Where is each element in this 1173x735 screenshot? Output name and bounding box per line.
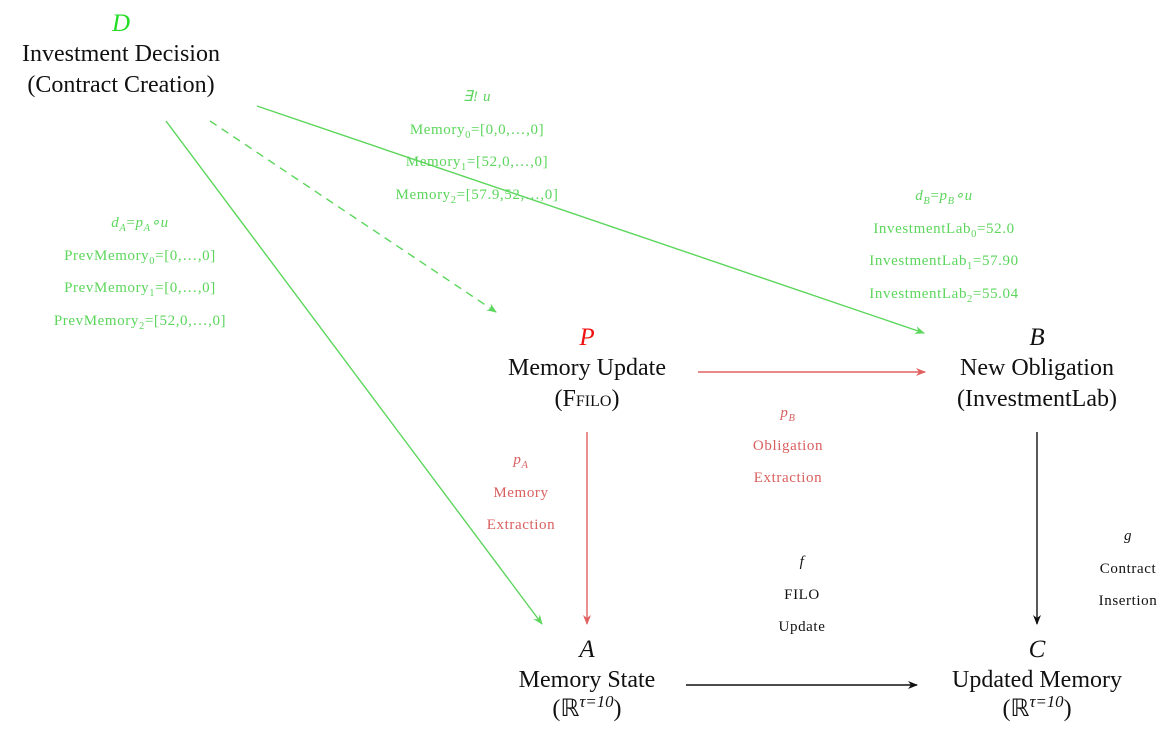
edge-pb-line-1: Obligation xyxy=(752,437,824,454)
node-c-title: Updated Memory xyxy=(952,667,1122,693)
edge-da-line-2: PrevMemory2=[52,0,…,0] xyxy=(53,312,227,332)
node-a-title: Memory State xyxy=(518,667,656,693)
node-p: P Memory Update (Ffilo) xyxy=(508,324,666,414)
node-b-symbol: B xyxy=(1029,324,1045,351)
edge-u-name: ∃! u xyxy=(462,89,492,105)
edge-f-line-1: FILO xyxy=(784,586,820,603)
edge-db-label: dB=pB∘u InvestmentLab0=52.0 InvestmentLa… xyxy=(869,180,1018,310)
edge-da-label: dA=pA∘u PrevMemory0=[0,…,0] PrevMemory1=… xyxy=(54,207,226,337)
node-a-subtitle-sup: τ=10 xyxy=(579,692,614,711)
edge-f-name: f xyxy=(799,554,805,570)
edge-u-label: ∃! u Memory0=[0,0,…,0] Memory1=[52,0,…,0… xyxy=(396,81,559,211)
edge-pa-label: pA Memory Extraction xyxy=(487,444,555,542)
arrow-d-to-p-dashed xyxy=(209,120,497,313)
node-p-title: Memory Update xyxy=(508,355,666,381)
node-d-title: Investment Decision xyxy=(22,41,220,67)
edge-da-line-1: PrevMemory1=[0,…,0] xyxy=(64,280,216,299)
edge-g-name: g xyxy=(1123,528,1133,544)
arrow-d-to-a xyxy=(165,120,543,625)
node-p-symbol: P xyxy=(579,324,595,351)
node-a-symbol: A xyxy=(579,636,595,663)
node-d-symbol: D xyxy=(111,10,131,37)
edge-g-label: g Contract Insertion xyxy=(1099,520,1158,618)
node-a: A Memory State (ℝτ=10) xyxy=(519,636,656,722)
node-p-subtitle-close: ) xyxy=(611,386,620,412)
edge-g-line-2: Insertion xyxy=(1098,593,1158,609)
node-b-subtitle: (InvestmentLab) xyxy=(957,386,1117,412)
node-d-subtitle: (Contract Creation) xyxy=(27,72,215,98)
edge-db-name: dB=pB∘u xyxy=(915,188,973,207)
edge-pa-line-2: Extraction xyxy=(486,517,556,533)
node-c-subtitle-sup: τ=10 xyxy=(1029,692,1064,711)
edge-pb-label: pB Obligation Extraction xyxy=(753,397,823,495)
node-c-subtitle-open: (ℝ xyxy=(1002,696,1030,722)
edge-pa-name: pA xyxy=(513,452,529,471)
edge-pa-line-1: Memory xyxy=(493,484,549,501)
edge-u-line-1: Memory1=[52,0,…,0] xyxy=(405,154,549,173)
node-c-subtitle-close: ) xyxy=(1063,696,1072,722)
node-a-subtitle: (ℝτ=10) xyxy=(519,693,656,722)
edge-db-line-0: InvestmentLab0=52.0 xyxy=(873,220,1015,240)
node-c-subtitle: (ℝτ=10) xyxy=(952,693,1122,722)
node-c: C Updated Memory (ℝτ=10) xyxy=(952,636,1122,722)
edge-db-line-2: InvestmentLab2=55.04 xyxy=(869,285,1019,305)
node-d: D Investment Decision (Contract Creation… xyxy=(22,10,220,100)
node-a-subtitle-close: ) xyxy=(613,696,622,722)
node-p-subtitle-sc: filo xyxy=(575,386,612,411)
edge-f-label: f FILO Update xyxy=(779,546,826,644)
edge-u-line-0: Memory0=[0,0,…,0] xyxy=(409,121,545,141)
edge-g-line-1: Contract xyxy=(1099,560,1157,577)
edge-u-line-2: Memory2=[57.9,52,…,0] xyxy=(395,186,559,206)
edge-pb-line-2: Extraction xyxy=(753,470,823,486)
node-b-title: New Obligation xyxy=(960,355,1114,381)
node-a-subtitle-open: (ℝ xyxy=(552,696,580,722)
edge-da-name: dA=pA∘u xyxy=(111,215,169,234)
edge-da-line-0: PrevMemory0=[0,…,0] xyxy=(64,247,216,267)
node-p-subtitle: (Ffilo) xyxy=(508,384,666,414)
node-c-symbol: C xyxy=(1028,636,1046,663)
arrow-d-to-b xyxy=(256,105,925,334)
node-p-subtitle-open: (F xyxy=(554,386,576,412)
edge-f-line-2: Update xyxy=(778,619,826,635)
edge-pb-name: pB xyxy=(780,405,796,424)
edge-db-line-1: InvestmentLab1=57.90 xyxy=(869,253,1019,272)
node-b: B New Obligation (InvestmentLab) xyxy=(957,324,1117,414)
